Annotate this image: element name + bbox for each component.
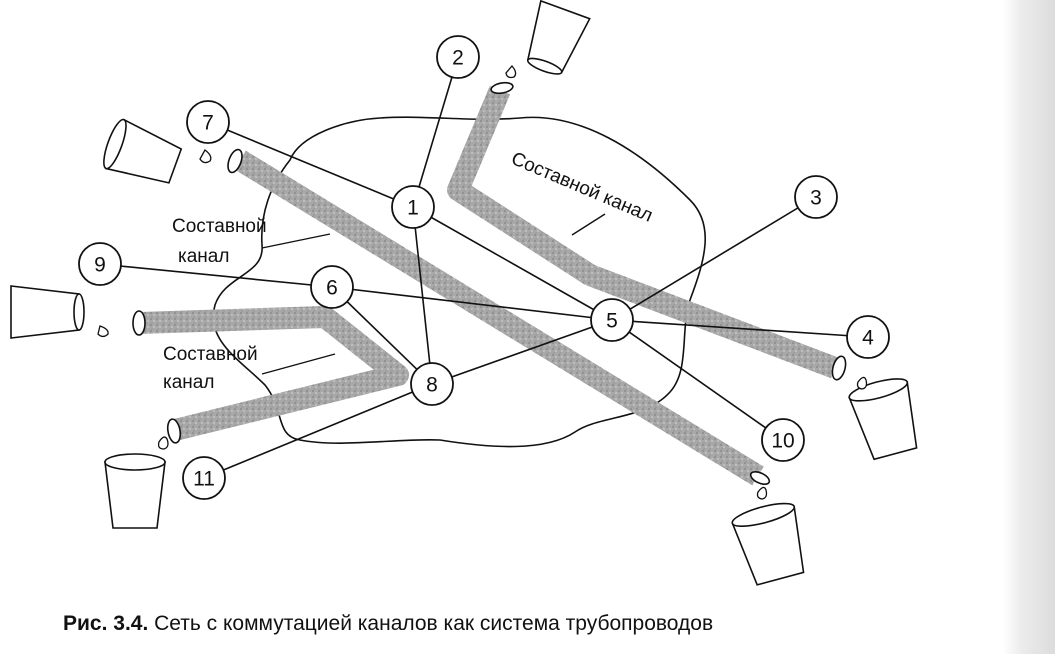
drop-icon — [856, 376, 868, 390]
cup-bottom-icon — [731, 502, 805, 586]
link-5-10 — [611, 319, 784, 441]
cup-top-left-icon — [103, 118, 183, 184]
pipe-7-to-10 — [234, 150, 764, 486]
pipe-2-to-4 — [447, 85, 839, 379]
pipe-end-caps — [132, 81, 847, 485]
channel-label-left-bottom-line1: Составной — [163, 344, 258, 365]
cup-bottom-left-icon — [104, 453, 166, 529]
leader-right — [571, 213, 606, 236]
link-1-8 — [412, 206, 433, 385]
drop-icon — [756, 486, 768, 500]
figure-caption: Рис. 3.4. Сеть с коммутацией каналов как… — [63, 612, 713, 636]
link-5-3 — [611, 196, 817, 321]
drop-icon — [157, 436, 169, 450]
node-label: 2 — [452, 47, 464, 70]
droplets — [97, 65, 868, 500]
node-label: 6 — [326, 277, 338, 300]
channel-label-left-top-line2: канал — [178, 246, 229, 267]
pipe-9-to-11 — [139, 306, 409, 441]
cup-left-icon — [10, 285, 85, 339]
network-nodes: 1 2 3 4 5 6 7 8 9 10 11 — [78, 35, 890, 500]
node-8: 8 — [410, 362, 454, 406]
node-circle — [182, 456, 226, 500]
node-label: 3 — [810, 187, 822, 210]
link-1-2 — [412, 56, 459, 208]
node-circle — [794, 175, 838, 219]
node-circle — [391, 185, 435, 229]
caption-text: Сеть с коммутацией каналов как система т… — [148, 612, 714, 635]
pipes — [139, 85, 839, 486]
node-circle — [436, 35, 480, 79]
link-5-4 — [611, 319, 869, 338]
node-circle — [846, 315, 890, 359]
pipe-end-4 — [831, 355, 847, 381]
link-1-5 — [412, 206, 613, 321]
node-label: 4 — [862, 327, 874, 350]
node-10: 10 — [761, 418, 805, 462]
node-circle — [78, 242, 122, 286]
link-8-11 — [203, 383, 433, 479]
pipe-end-11 — [166, 418, 182, 444]
link-5-8 — [431, 319, 613, 385]
node-label: 9 — [94, 254, 106, 277]
node-4: 4 — [846, 315, 890, 359]
node-label: 11 — [193, 468, 215, 491]
pipe-end-7 — [227, 148, 243, 174]
node-label: 10 — [771, 430, 794, 453]
link-1-7 — [207, 121, 414, 208]
node-3: 3 — [794, 175, 838, 219]
cups — [10, 0, 918, 586]
cup-right-icon — [848, 378, 918, 461]
pipe-end-10 — [749, 471, 771, 485]
node-circle — [410, 362, 454, 406]
channel-label-left-top-line1: Составной — [172, 216, 267, 237]
node-6: 6 — [310, 265, 354, 309]
drop-icon — [199, 149, 212, 164]
node-5: 5 — [590, 298, 634, 342]
pipe-end-2 — [490, 81, 514, 95]
node-label: 5 — [606, 310, 618, 333]
pipe-end-9 — [132, 310, 146, 336]
leader-left-bottom — [261, 353, 336, 375]
node-2: 2 — [436, 35, 480, 79]
node-circle — [310, 265, 354, 309]
link-5-6 — [331, 286, 613, 321]
link-6-8 — [331, 286, 433, 385]
caption-prefix: Рис. 3.4. — [63, 612, 149, 635]
node-label: 1 — [407, 197, 419, 220]
label-leaders — [261, 213, 606, 375]
network-links — [99, 56, 869, 479]
node-circle — [761, 418, 805, 462]
node-label: 7 — [202, 112, 214, 135]
node-label: 8 — [426, 374, 438, 397]
cup-top-icon — [526, 0, 591, 75]
page-edge-shadow — [1003, 0, 1055, 654]
node-1: 1 — [391, 185, 435, 229]
node-circle — [590, 298, 634, 342]
node-circle — [186, 100, 230, 144]
node-9: 9 — [78, 242, 122, 286]
drop-icon — [97, 325, 109, 338]
node-11: 11 — [182, 456, 226, 500]
node-7: 7 — [186, 100, 230, 144]
channel-label-right: Составной канал — [508, 148, 656, 226]
channel-label-left-bottom-line2: канал — [163, 372, 214, 393]
drop-icon — [505, 65, 517, 79]
link-6-9 — [99, 263, 333, 288]
leader-left-top — [261, 233, 331, 249]
